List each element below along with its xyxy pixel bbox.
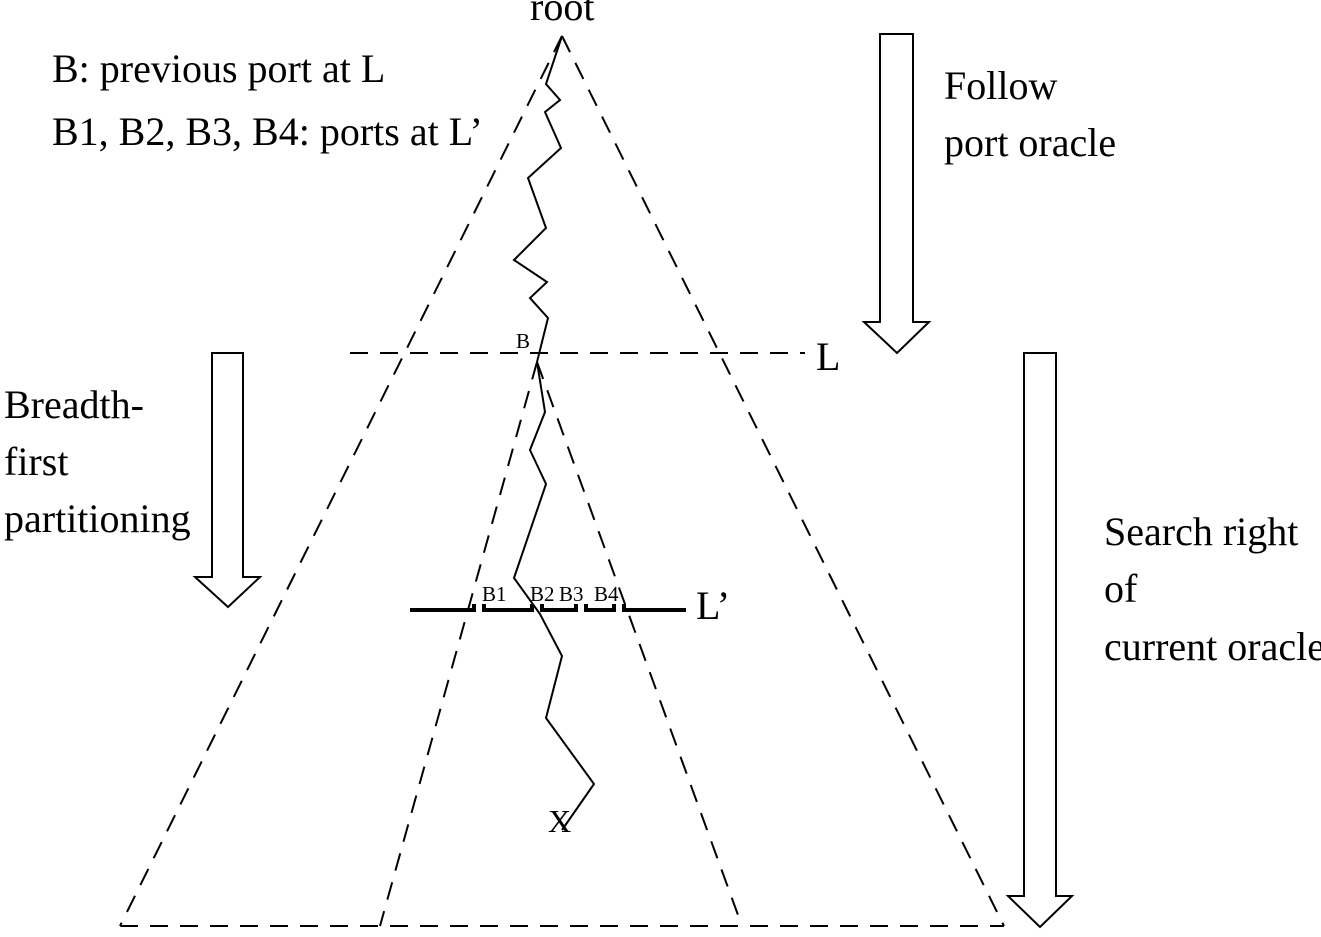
port-b2-label: B2 <box>530 582 555 606</box>
search-right-label-1: Search right <box>1104 509 1298 554</box>
search-right-arrow <box>1005 352 1075 929</box>
search-right-label-3: current oracle <box>1104 624 1321 669</box>
follow-oracle-label-2: port oracle <box>944 120 1116 165</box>
bfs-label-2: first <box>4 439 68 484</box>
follow-oracle-label-1: Follow <box>944 63 1057 108</box>
breadth-first-arrow <box>192 352 263 609</box>
port-b4-label: B4 <box>594 582 619 606</box>
target-x-label: X <box>548 803 571 839</box>
oracle-path-root-to-b <box>512 35 563 363</box>
level-line-l-prime <box>410 604 686 612</box>
search-path-b-to-x <box>512 361 596 831</box>
legend-line-1: B: previous port at L <box>52 46 385 91</box>
follow-oracle-arrow <box>861 33 932 355</box>
port-b3-label: B3 <box>559 582 584 606</box>
port-b1-label: B1 <box>482 582 507 606</box>
search-right-label-2: of <box>1104 566 1138 611</box>
subtree-triangle <box>379 361 743 927</box>
outer-tree-triangle <box>119 35 1005 927</box>
level-l-label: L <box>816 334 840 379</box>
level-l-prime-label: L’ <box>696 583 730 628</box>
root-label: root <box>530 0 594 29</box>
legend-line-2: B1, B2, B3, B4: ports at L’ <box>52 109 483 154</box>
port-b-label: B <box>516 329 530 353</box>
bfs-label-3: partitioning <box>4 496 191 541</box>
bfs-label-1: Breadth- <box>4 382 144 427</box>
